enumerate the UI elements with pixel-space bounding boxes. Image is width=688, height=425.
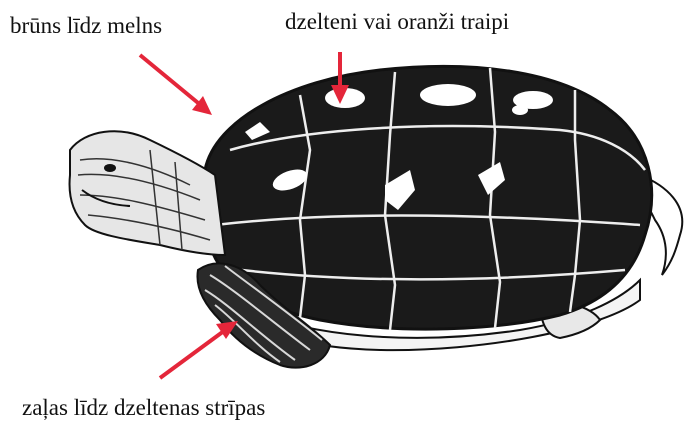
label-spots: dzelteni vai oranži traipi [285,10,509,33]
arrow-stripes [160,328,228,378]
label-shell-color: brūns līdz melns [10,14,162,37]
turtle-eye [104,164,116,172]
arrow-shell [140,55,203,107]
turtle-head [70,131,225,255]
turtle-shell [203,66,652,329]
label-stripes: zaļas līdz dzeltenas strīpas [22,396,265,419]
